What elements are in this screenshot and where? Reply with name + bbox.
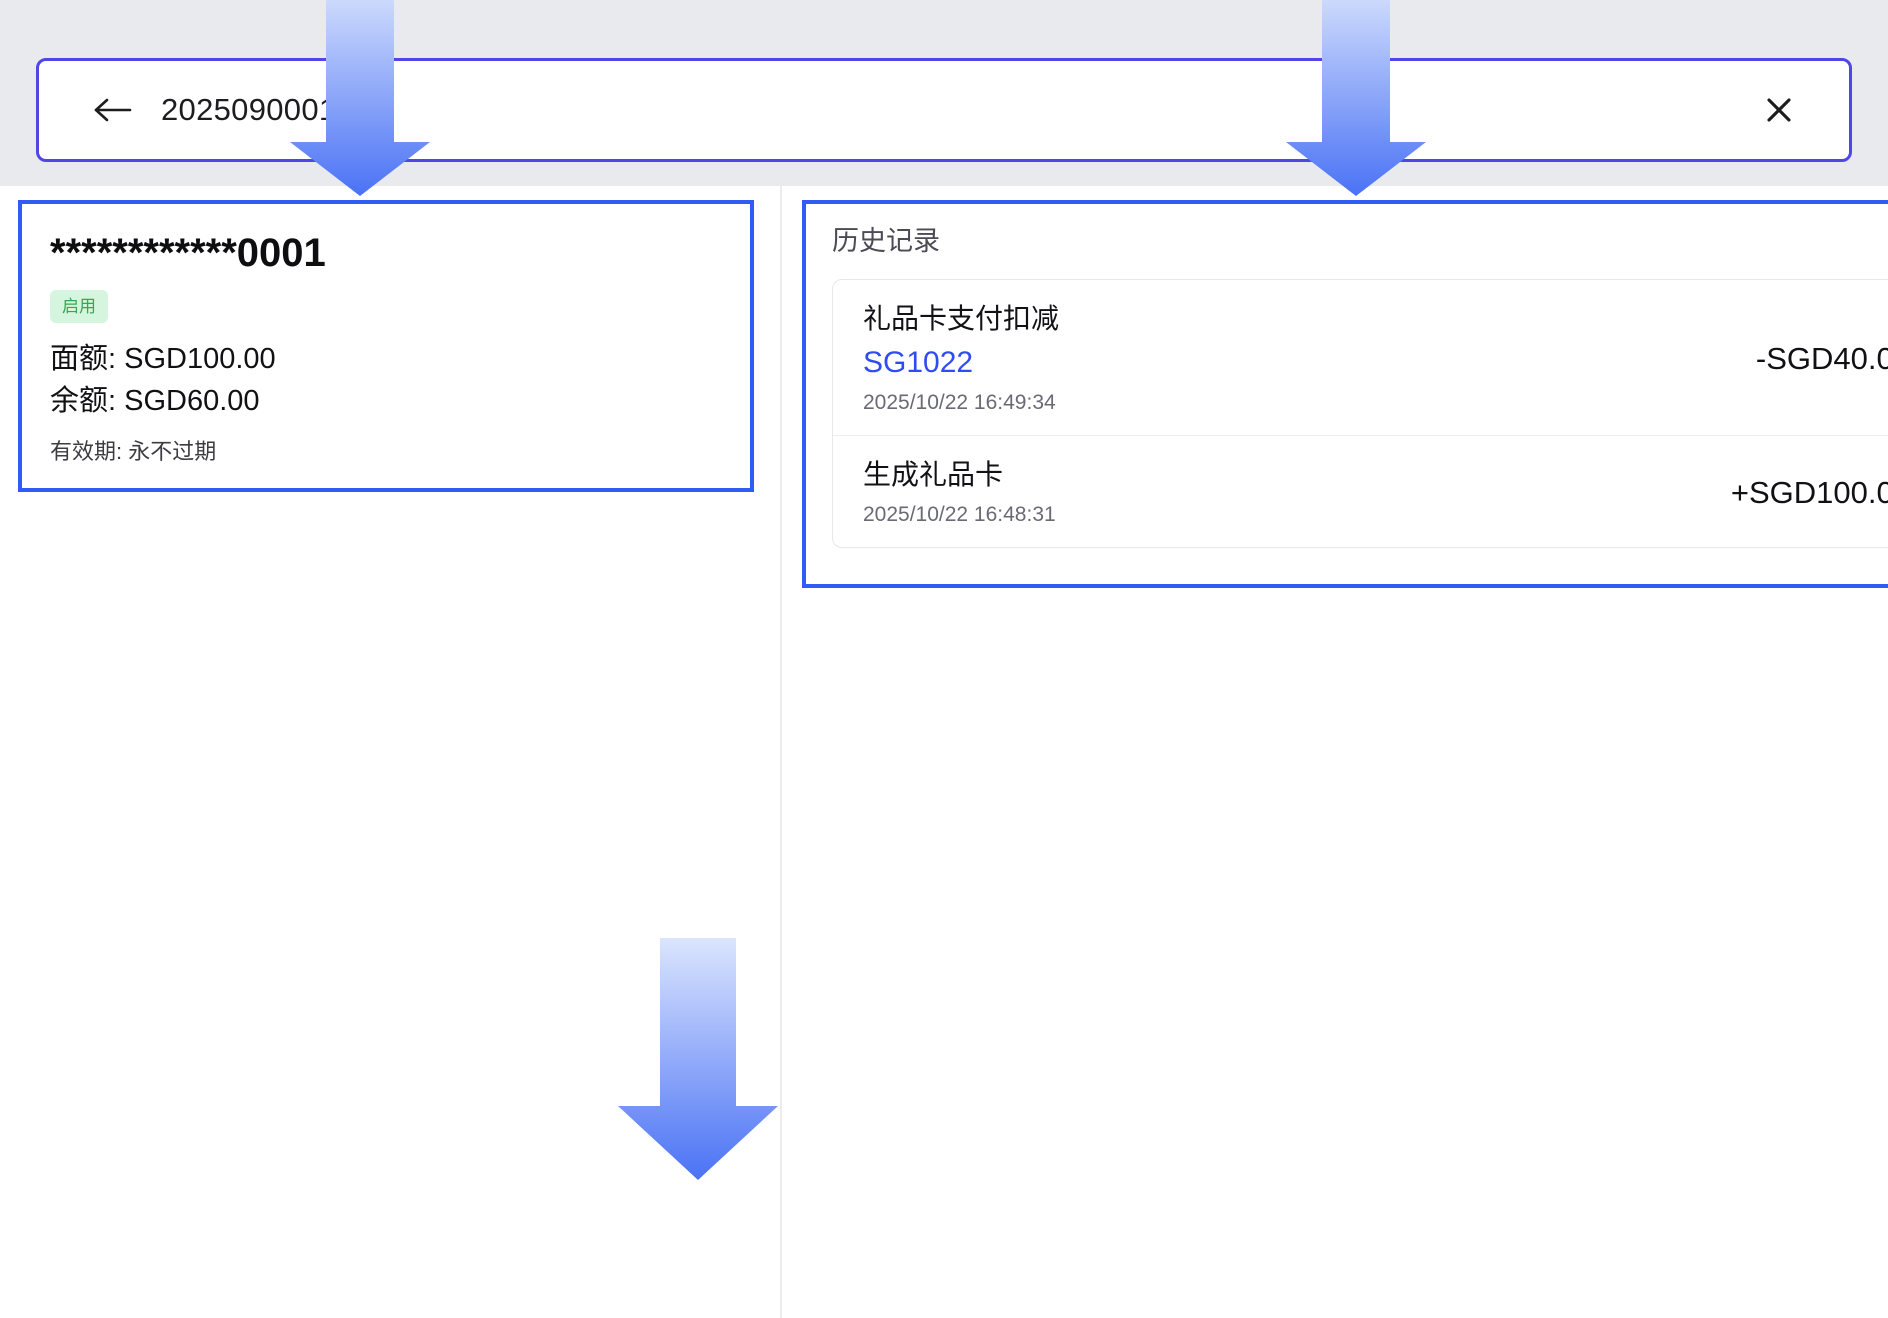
status-badge: 启用 <box>50 290 108 323</box>
close-icon[interactable] <box>1755 86 1803 134</box>
history-column: 历史记录 礼品卡支付扣减 SG1022 2025/10/22 16:49:34 … <box>782 186 1888 1318</box>
history-row-main: 礼品卡支付扣减 SG1022 2025/10/22 16:49:34 <box>863 302 1726 415</box>
history-row: 礼品卡支付扣减 SG1022 2025/10/22 16:49:34 -SGD4… <box>833 280 1888 435</box>
history-row-amount: +SGD100.00 <box>1730 474 1888 510</box>
history-panel: 历史记录 礼品卡支付扣减 SG1022 2025/10/22 16:49:34 … <box>802 200 1888 588</box>
face-value-line: 面额: SGD100.00 <box>50 343 276 375</box>
gift-card-number: ************0001 <box>50 231 326 275</box>
gift-card-summary-panel: ************0001 启用 面额: SGD100.00 余额: SG… <box>18 200 754 492</box>
history-row-main: 生成礼品卡 2025/10/22 16:48:31 <box>863 458 1701 527</box>
history-row: 生成礼品卡 2025/10/22 16:48:31 +SGD100.00 <box>833 435 1888 547</box>
history-row-time: 2025/10/22 16:48:31 <box>863 502 1056 526</box>
history-row-amount: -SGD40.00 <box>1755 340 1888 376</box>
history-row-label: 礼品卡支付扣减 <box>863 303 1060 334</box>
content-area: ************0001 启用 面额: SGD100.00 余额: SG… <box>0 186 1888 1318</box>
validity-line: 有效期: 永不过期 <box>50 439 217 465</box>
history-row-label: 生成礼品卡 <box>863 459 1004 491</box>
arrow-left-icon[interactable] <box>91 88 135 132</box>
history-title: 历史记录 <box>832 226 940 256</box>
gift-card-column: ************0001 启用 面额: SGD100.00 余额: SG… <box>0 186 782 1318</box>
search-bar[interactable]: 2025090001 <box>36 58 1852 162</box>
history-row-order-link[interactable]: SG1022 <box>863 345 974 379</box>
history-row-time: 2025/10/22 16:49:34 <box>863 391 1056 415</box>
balance-line: 余额: SGD60.00 <box>50 384 260 417</box>
search-input-value[interactable]: 2025090001 <box>161 92 337 127</box>
history-list: 礼品卡支付扣减 SG1022 2025/10/22 16:49:34 -SGD4… <box>832 279 1888 549</box>
